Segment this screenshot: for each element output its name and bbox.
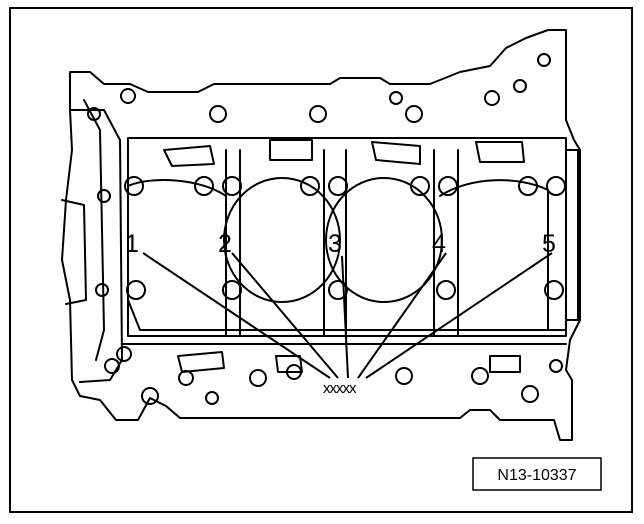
deck-hole — [120, 88, 136, 104]
callout-2: 2 — [218, 230, 232, 258]
left-flange-inner — [83, 99, 105, 361]
lower-hole — [471, 367, 489, 385]
lower-hole — [249, 369, 267, 387]
upper-boss — [475, 141, 525, 163]
lower-hole — [178, 370, 194, 386]
bearing-bolt — [328, 176, 348, 196]
bearing-bolt — [194, 176, 214, 196]
lower-hole — [286, 364, 302, 380]
cylinder-bore-3 — [325, 177, 443, 303]
upper-boss — [269, 139, 313, 161]
deck-hole — [209, 105, 227, 123]
bearing-bolt — [546, 176, 566, 196]
deck-hole — [537, 53, 551, 67]
upper-boss — [163, 145, 215, 167]
bearing-bolt — [328, 280, 348, 300]
engine-block-illustration — [61, 29, 581, 441]
upper-boss — [371, 141, 421, 165]
bearing-bolt — [436, 280, 456, 300]
lower-pocket — [489, 355, 521, 373]
cylinder-bore-4 — [439, 179, 549, 331]
marker-text: xxxxx — [323, 380, 357, 397]
figure-frame — [9, 7, 633, 513]
right-rib — [565, 149, 579, 321]
callout-3: 3 — [328, 230, 342, 258]
bearing-bolt — [300, 176, 320, 196]
bearing-bolt — [438, 176, 458, 196]
left-flange — [69, 109, 123, 383]
callout-1: 1 — [125, 230, 139, 258]
lower-pocket — [275, 355, 303, 373]
leader-lines — [142, 252, 553, 379]
flange-hole — [87, 107, 101, 121]
lower-hole — [395, 367, 413, 385]
bearing-bolt — [544, 280, 564, 300]
lower-hole — [205, 391, 219, 405]
callout-4: 4 — [432, 230, 446, 258]
cylinder-bore-2 — [223, 177, 341, 303]
bearing-bolt — [222, 176, 242, 196]
leader-line-5 — [365, 252, 553, 379]
flange-hole — [95, 283, 109, 297]
bearing-bolt — [410, 176, 430, 196]
flange-hole — [116, 346, 132, 362]
deck-hole — [405, 105, 423, 123]
block-outline — [61, 29, 581, 441]
figure-code: N13-10337 — [497, 467, 576, 484]
deck-hole — [513, 79, 527, 93]
left-flange-rib — [61, 199, 87, 305]
leader-line-2 — [231, 252, 339, 379]
bearing-bolt — [222, 280, 242, 300]
bearing-bolt — [124, 176, 144, 196]
deck-hole — [309, 105, 327, 123]
figure-code-box — [472, 457, 602, 491]
bearing-bolt — [518, 176, 538, 196]
lower-hole — [141, 387, 159, 405]
cylinder-bore-1 — [127, 179, 227, 331]
callout-5: 5 — [542, 230, 556, 258]
crankcase-bay — [127, 137, 567, 337]
leader-line-3 — [341, 255, 349, 379]
deck-hole — [484, 90, 500, 106]
bearing-bolt — [126, 280, 146, 300]
leader-line-1 — [142, 252, 331, 379]
lower-hole — [521, 385, 539, 403]
lower-pocket — [177, 351, 225, 373]
lower-hole — [549, 359, 563, 373]
deck-hole — [389, 91, 403, 105]
leader-line-4 — [357, 252, 447, 379]
flange-hole — [104, 358, 120, 374]
flange-hole — [97, 189, 111, 203]
